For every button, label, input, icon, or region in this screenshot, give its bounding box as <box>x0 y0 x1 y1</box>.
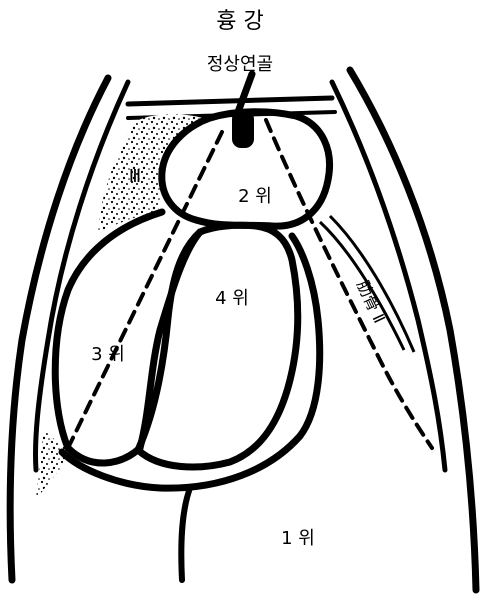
groove-curve <box>181 488 190 580</box>
stomach-1-label: 1 위 <box>281 528 315 549</box>
stomach-2-label: 2 위 <box>238 186 272 207</box>
region-3-label: Ⅲ <box>129 166 141 187</box>
right-outer-wall <box>350 70 476 590</box>
stomach-3-label: 3 위 <box>91 344 125 365</box>
stomach-4-label: 4 위 <box>215 288 249 309</box>
stomach-4-outline <box>138 225 298 467</box>
xiphoid-label: 정상연골 <box>207 54 273 75</box>
title-label: 흉 강 <box>216 9 263 34</box>
